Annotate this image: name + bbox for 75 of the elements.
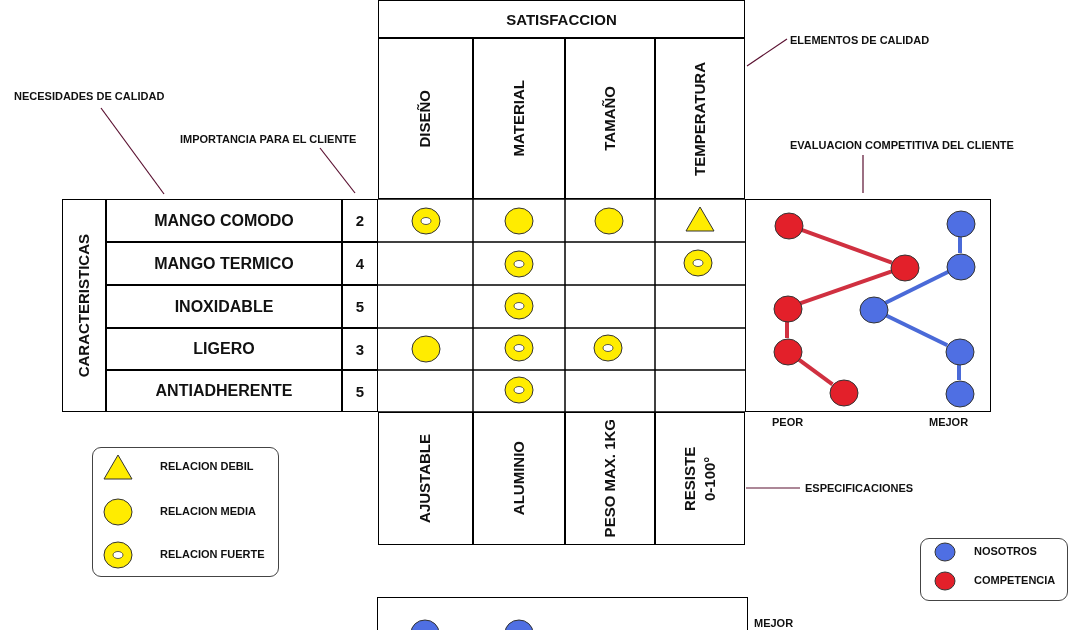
rating-dot: [859, 296, 889, 324]
circle-symbol: [594, 207, 624, 235]
connector-line: [746, 38, 788, 67]
rating-dot: [946, 253, 976, 281]
connector-line: [883, 269, 950, 306]
specification-cell: [565, 412, 655, 545]
importance-number: 2: [342, 199, 378, 242]
row-header: LIGERO: [106, 328, 342, 370]
row-header: MANGO COMODO: [106, 199, 342, 242]
connector-line: [319, 147, 356, 194]
legend-label: NOSOTROS: [974, 545, 1037, 557]
axis-label: MEJOR: [929, 416, 969, 428]
column-header-cell: [378, 38, 473, 199]
specification-label: ALUMINIO: [508, 441, 528, 516]
row-group-header: CARACTERISTICAS: [73, 233, 93, 378]
ring-symbol: [504, 334, 534, 362]
ring-symbol: [411, 207, 441, 235]
column-header-cell: [565, 38, 655, 199]
triangle-symbol: [685, 205, 715, 233]
connector-line: [100, 107, 165, 195]
rating-dot: [829, 379, 859, 407]
rating-dot: [890, 254, 920, 282]
section-header: SATISFACCION: [378, 0, 745, 38]
specification-cell: [473, 412, 565, 545]
callout-label: IMPORTANCIA PARA EL CLIENTE: [180, 131, 370, 147]
axis-label: MEJOR: [754, 617, 794, 629]
row-header: MANGO TERMICO: [106, 242, 342, 285]
specification-label: PESO MAX. 1KG: [599, 419, 619, 538]
ring-symbol: [683, 249, 713, 277]
connector-line: [745, 487, 801, 489]
callout-label: ELEMENTOS DE CALIDAD: [790, 32, 945, 48]
chart-panel: [745, 199, 991, 412]
chart-panel: [377, 597, 748, 630]
importance-number: 5: [342, 370, 378, 412]
importance-number: 5: [342, 285, 378, 328]
importance-number: 3: [342, 328, 378, 370]
importance-number: 4: [342, 242, 378, 285]
specification-cell: [378, 412, 473, 545]
rating-dot: [773, 338, 803, 366]
column-header-cell: [473, 38, 565, 199]
legend-label: RELACION MEDIA: [160, 505, 256, 517]
specification-label: AJUSTABLE: [415, 434, 435, 523]
callout-label: ESPECIFICACIONES: [805, 480, 930, 496]
column-header: MATERIAL: [508, 80, 528, 157]
specification-cell: [655, 412, 745, 545]
column-header: DISEÑO: [415, 89, 435, 148]
ring-symbol: [504, 292, 534, 320]
callout-label: EVALUACION COMPETITIVA DEL CLIENTE: [790, 137, 1030, 153]
axis-label: PEOR: [772, 416, 804, 428]
ring-symbol: [593, 334, 623, 362]
legend-label: RELACION FUERTE: [160, 548, 265, 560]
rating-dot: [945, 338, 975, 366]
row-header: ANTIADHERENTE: [106, 370, 342, 412]
ring-symbol: [504, 250, 534, 278]
column-header: TEMPERATURA: [689, 61, 709, 176]
circle-symbol: [411, 335, 441, 363]
row-header: INOXIDABLE: [106, 285, 342, 328]
rating-dot: [946, 210, 976, 238]
rating-dot: [774, 212, 804, 240]
legend-label: RELACION DEBIL: [160, 460, 254, 472]
column-header-cell: [655, 38, 745, 199]
legend-label: COMPETENCIA: [974, 574, 1056, 586]
specification-label: RESISTE 0-100°: [679, 445, 719, 513]
connector-line: [958, 236, 962, 253]
connector-line: [862, 154, 864, 194]
callout-label: NECESIDADES DE CALIDAD: [14, 88, 179, 104]
ring-symbol: [504, 376, 534, 404]
row-group-cell: [62, 199, 106, 412]
connector-line: [785, 321, 789, 338]
connector-line: [798, 269, 893, 306]
column-header: TAMAÑO: [599, 86, 619, 151]
rating-dot: [945, 380, 975, 408]
circle-symbol: [504, 207, 534, 235]
rating-dot: [773, 295, 803, 323]
connector-line: [796, 357, 834, 386]
